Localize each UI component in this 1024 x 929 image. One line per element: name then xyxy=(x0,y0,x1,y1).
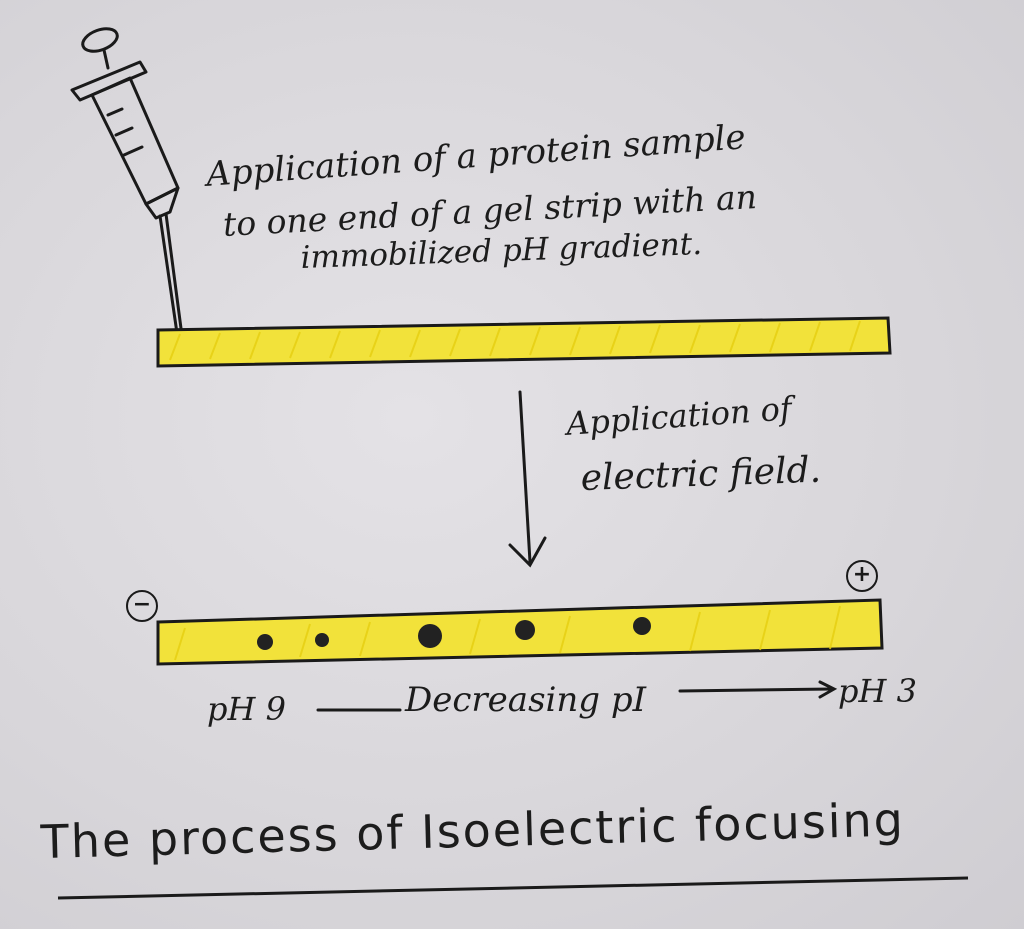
positive-electrode-icon: + xyxy=(846,560,878,592)
gel-strip-bottom xyxy=(156,598,884,666)
arrow-label-line-2: electric field. xyxy=(580,449,822,499)
ph-axis-arrows xyxy=(316,680,838,712)
ph-left-label: pH 9 xyxy=(207,690,286,728)
ph-middle-label: Decreasing pI xyxy=(405,680,647,720)
title-underline xyxy=(57,876,969,900)
down-arrow-icon xyxy=(508,390,547,568)
syringe-icon xyxy=(70,27,184,342)
gel-strip-top xyxy=(156,316,892,368)
protein-band-icon xyxy=(257,617,651,650)
ph-right-label: pH 3 xyxy=(838,672,917,710)
negative-electrode-icon: − xyxy=(126,590,158,622)
